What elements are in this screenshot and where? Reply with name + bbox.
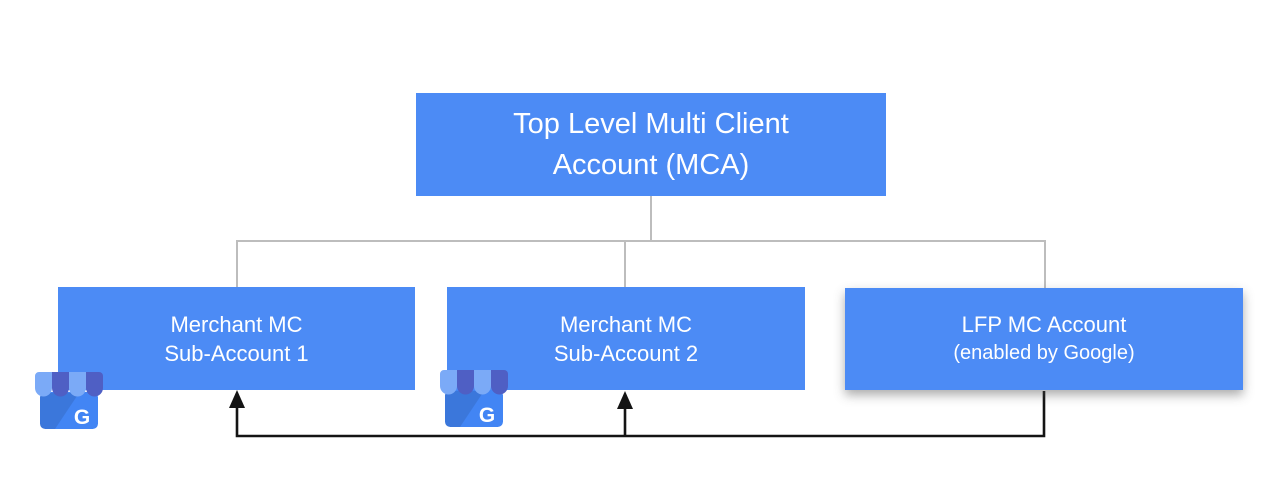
node-lfp-mc-account: LFP MC Account (enabled by Google): [845, 288, 1243, 390]
feed-arrowheads: [229, 390, 633, 409]
node-top-level-mca-line1: Top Level Multi Client: [513, 107, 789, 140]
node-merchant-sub-account-1-line1: Merchant MC: [170, 311, 303, 337]
feed-arrows: [235, 391, 1046, 438]
google-business-profile-icon: [33, 366, 105, 432]
node-top-level-mca-line2: Account (MCA): [552, 148, 750, 181]
node-merchant-sub-account-1-line2: Sub-Account 1: [164, 340, 309, 366]
arrowhead-to-sub-account-2: [617, 391, 633, 409]
node-merchant-sub-account-1: Merchant MC Sub-Account 1: [58, 287, 415, 390]
node-lfp-mc-account-line2: (enabled by Google): [953, 342, 1135, 364]
arrowhead-to-sub-account-1: [229, 390, 245, 408]
tree-connectors: [236, 196, 1046, 288]
google-business-profile-icon: [438, 364, 510, 430]
node-merchant-sub-account-2-line1: Merchant MC: [559, 311, 693, 337]
node-lfp-mc-account-line1: LFP MC Account: [961, 312, 1127, 337]
node-top-level-mca: Top Level Multi Client Account (MCA): [416, 93, 886, 196]
node-merchant-sub-account-2-line2: Sub-Account 2: [553, 340, 699, 366]
